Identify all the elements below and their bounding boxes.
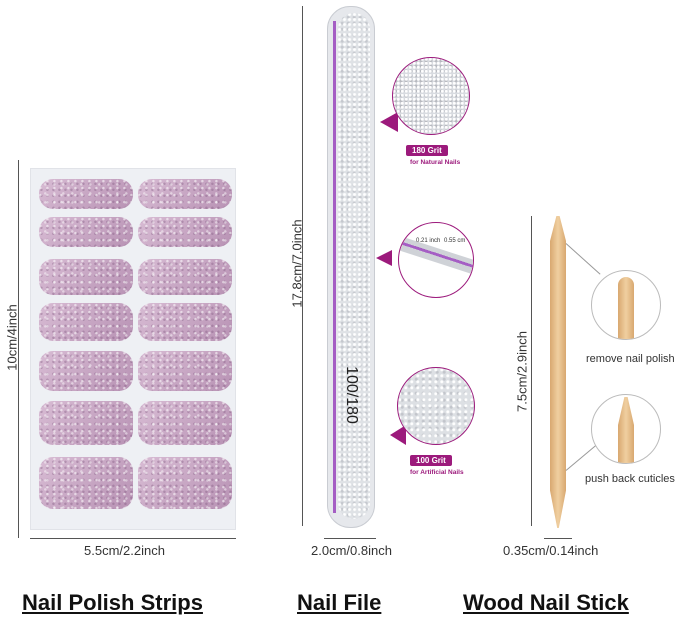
stick-width-label: 0.35cm/0.14inch	[503, 543, 599, 558]
nail-strip	[39, 259, 133, 295]
file-purple-core	[333, 21, 336, 513]
nail-strip-sheet	[30, 168, 236, 530]
grit-180-pointer	[380, 112, 398, 132]
nail-strip	[39, 179, 133, 209]
stick-length-arrow	[531, 216, 532, 526]
nail-strip	[39, 217, 133, 247]
thickness-pointer	[376, 250, 392, 266]
strips-width-arrow	[30, 538, 236, 539]
wood-nail-stick	[550, 216, 566, 528]
stick-use-point-label: push back cuticles	[585, 473, 675, 485]
stick-use-tip-label: remove nail polish	[586, 353, 675, 365]
stick-width-arrow	[544, 538, 572, 539]
stick-title: Wood Nail Stick	[463, 590, 629, 615]
nail-strip	[138, 457, 232, 509]
nail-strip	[138, 401, 232, 445]
nail-strip	[138, 303, 232, 341]
nail-strip	[39, 303, 133, 341]
thickness-value-cm: 0.55 cm	[444, 238, 466, 244]
stick-tip-circle	[591, 270, 661, 340]
nail-strip	[138, 217, 232, 247]
stick-tip-closeup	[618, 277, 634, 339]
file-title: Nail File	[297, 590, 382, 615]
stick-tip-leader	[565, 243, 601, 275]
nail-strip	[138, 351, 232, 391]
file-length-arrow	[302, 6, 303, 526]
grit-100-pointer	[390, 425, 406, 445]
file-width-label: 2.0cm/0.8inch	[311, 543, 392, 558]
file-grit-print: 100/180	[343, 366, 360, 424]
file-width-arrow	[324, 538, 376, 539]
strips-height-label: 10cm/4inch	[4, 304, 20, 371]
nail-strip	[39, 401, 133, 445]
thickness-value-inch: 0.21 inch	[416, 238, 441, 244]
grit-100-circle	[397, 367, 475, 445]
nail-strip	[39, 351, 133, 391]
stick-length-label: 7.5cm/2.9inch	[514, 331, 530, 412]
strips-height-arrow	[18, 160, 19, 538]
grit-100-sub: for Artificial Nails	[410, 469, 464, 476]
grit-100-badge: 100 Grit	[410, 455, 452, 466]
nail-strip	[138, 259, 232, 295]
thickness-circle	[398, 222, 474, 298]
file-surface	[338, 13, 370, 519]
nail-file	[327, 6, 375, 528]
strips-width-label: 5.5cm/2.2inch	[84, 543, 165, 558]
grit-180-sub: for Natural Nails	[410, 159, 461, 166]
grit-180-badge: 180 Grit	[406, 145, 448, 156]
nail-strip	[138, 179, 232, 209]
strips-title: Nail Polish Strips	[22, 590, 203, 615]
grit-180-circle	[392, 57, 470, 135]
stick-point-circle	[591, 394, 661, 464]
file-length-label: 17.8cm/7.0inch	[289, 219, 305, 308]
stick-point-closeup	[618, 397, 634, 463]
nail-strip	[39, 457, 133, 509]
